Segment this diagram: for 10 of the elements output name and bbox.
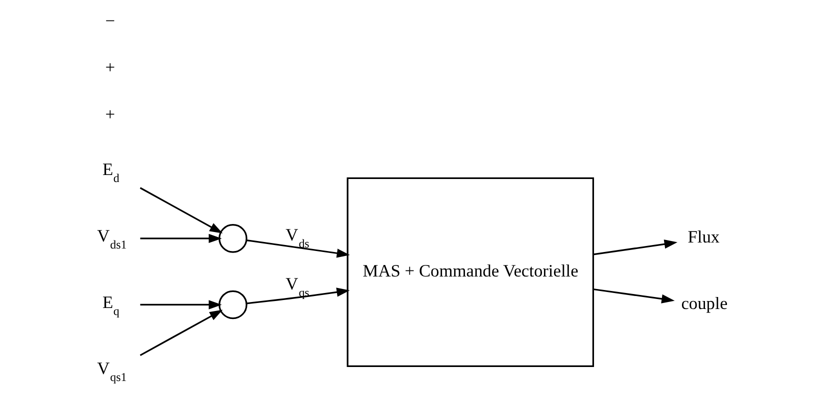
node-text: V$_{qs1}$ bbox=[96, 359, 126, 384]
label: − bbox=[104, 11, 115, 30]
node-text: E$_{q}$ bbox=[102, 292, 119, 318]
edge-label: V$_{ds}$ bbox=[285, 225, 309, 250]
node-text: Flux bbox=[687, 228, 720, 247]
node-text: V$_{ds1}$ bbox=[96, 226, 126, 252]
node-text: couple bbox=[680, 294, 728, 313]
label: + bbox=[104, 58, 115, 78]
node-text: E$_{d}$ bbox=[102, 160, 119, 186]
label: + bbox=[104, 104, 115, 124]
